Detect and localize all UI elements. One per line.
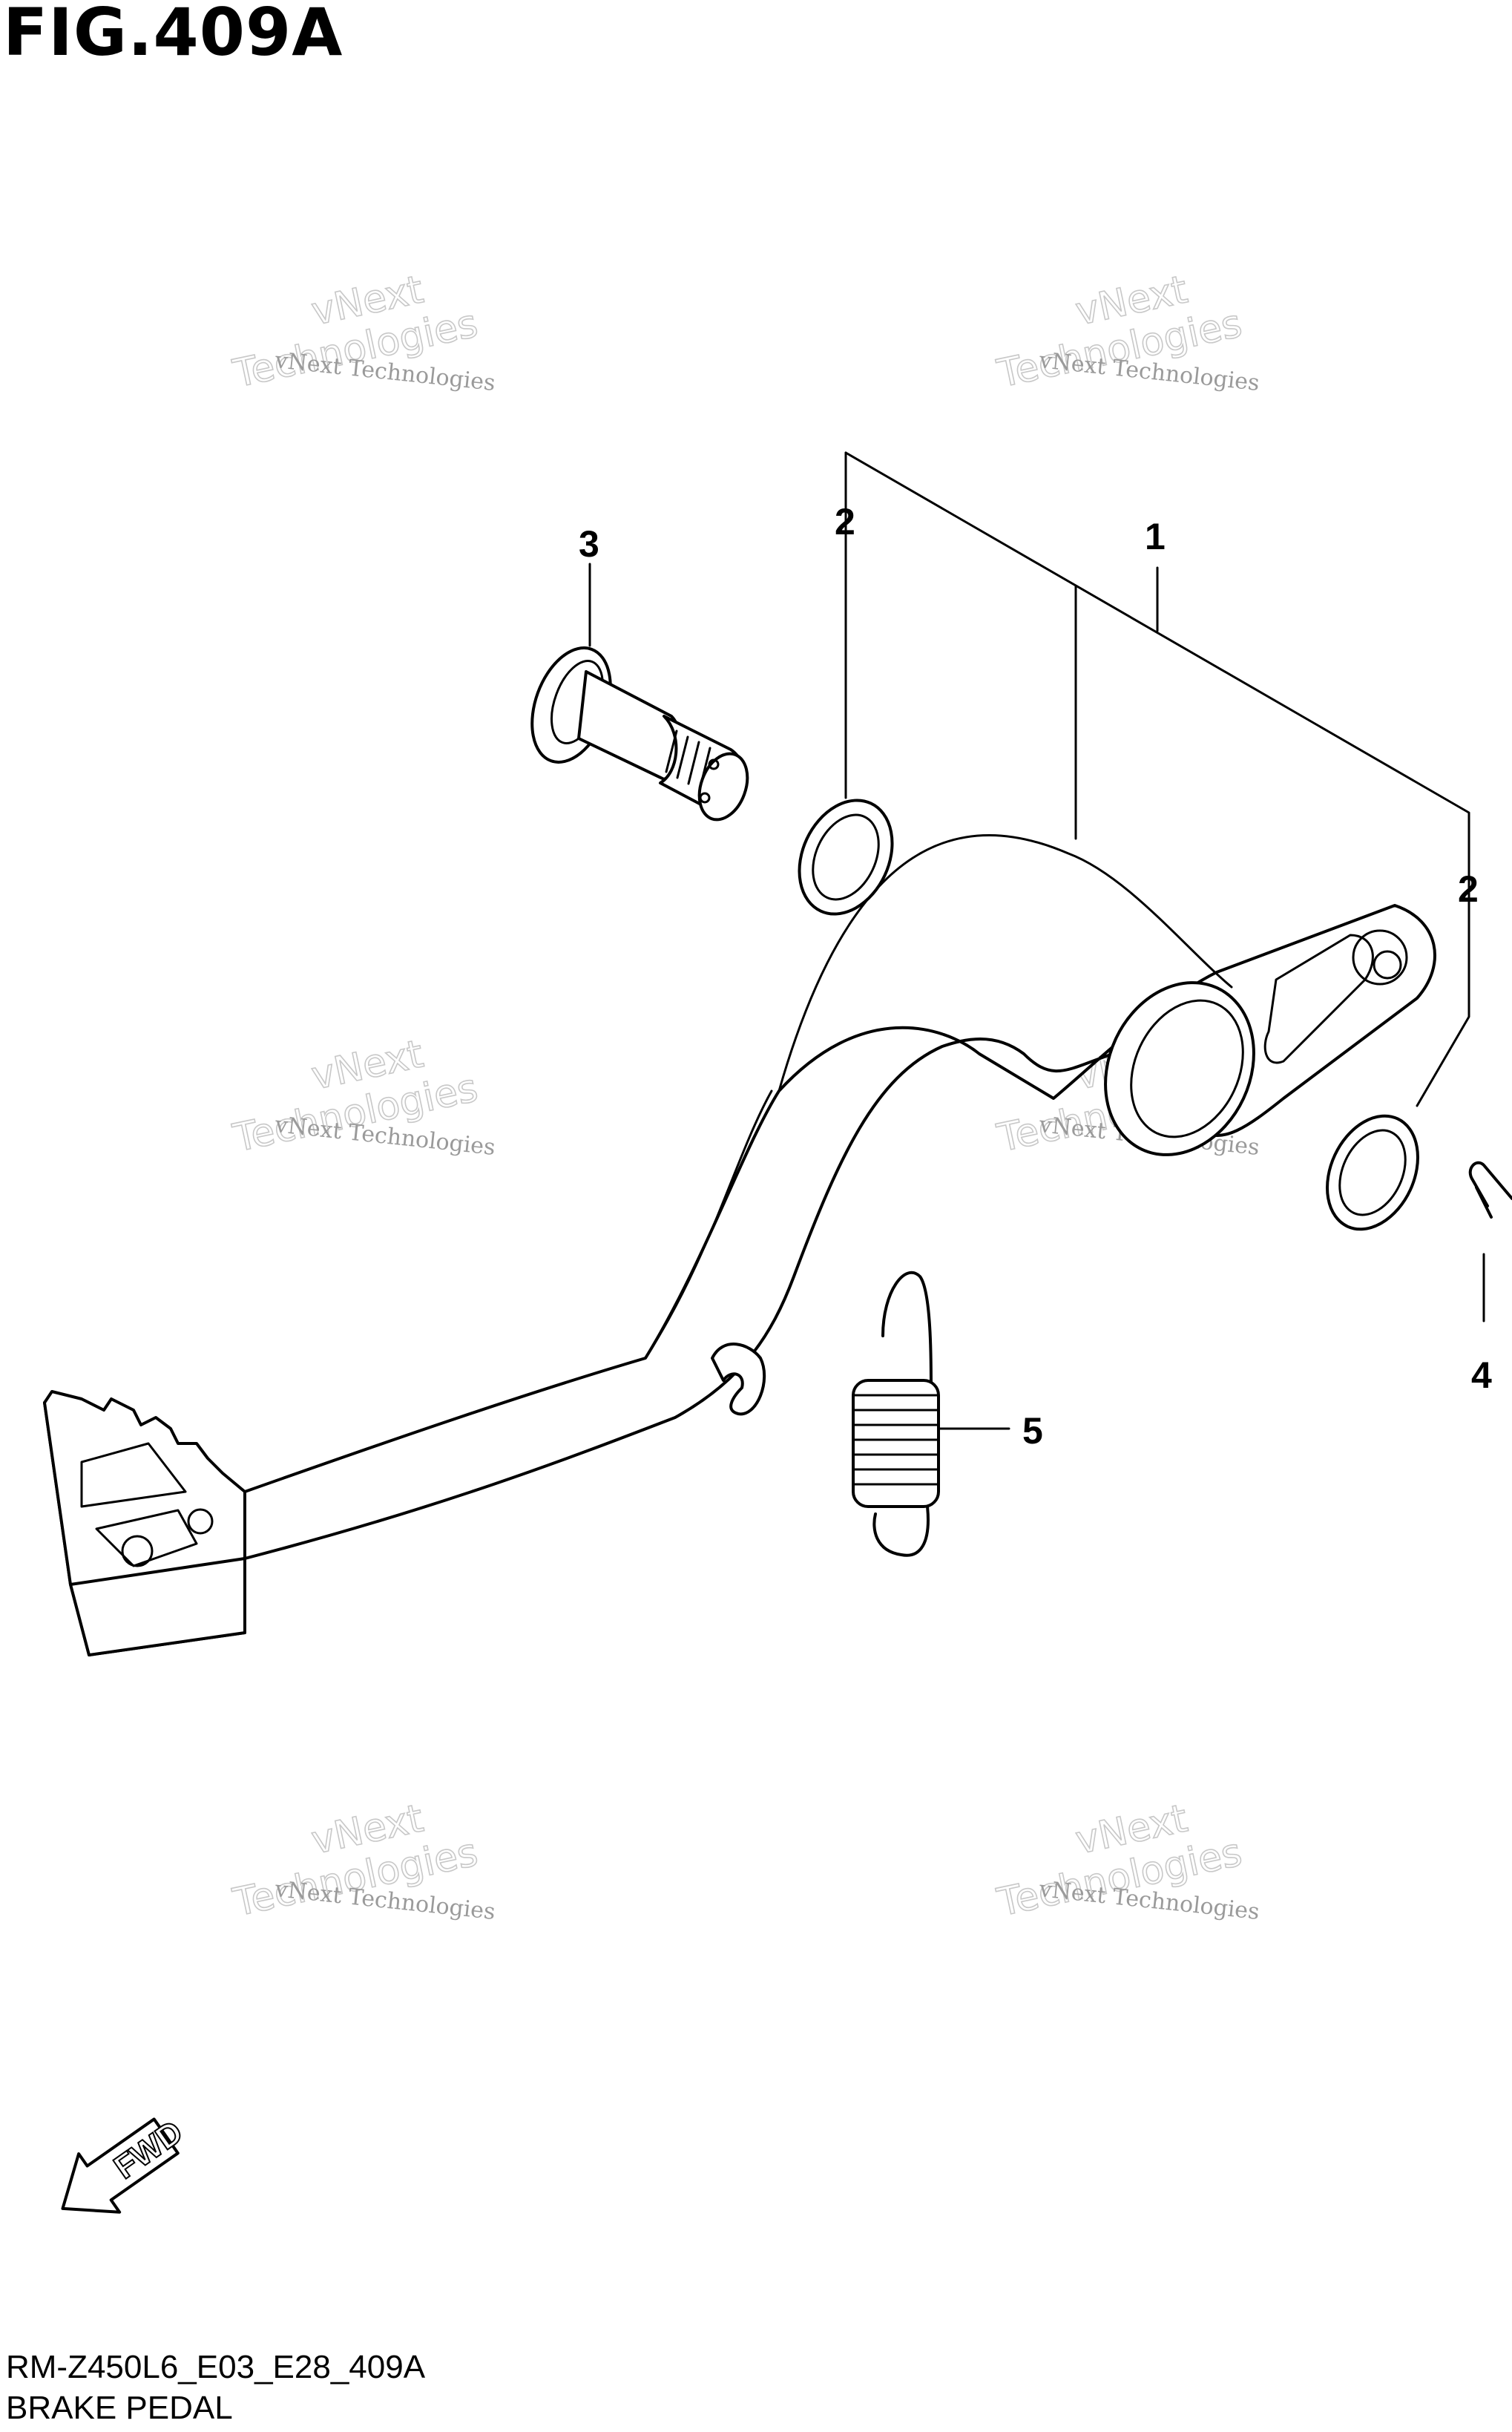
- callout-1: 1: [1145, 516, 1166, 557]
- cotter-pin: [1468, 1161, 1512, 1219]
- washer-left: [798, 799, 894, 916]
- figure-name: BRAKE PEDAL: [6, 2390, 233, 2426]
- bracket-leader: [844, 451, 1470, 1107]
- watermark-2: vNext Technologies: [993, 267, 1246, 398]
- return-spring: [852, 1271, 940, 1557]
- callout-3: 3: [579, 523, 599, 565]
- callout-4: 4: [1471, 1354, 1492, 1396]
- callout-labels: 1 2 2 3 4 5: [579, 501, 1492, 1452]
- washer-right: [1326, 1114, 1419, 1231]
- callout-2-right: 2: [1458, 868, 1479, 910]
- pivot-bolt: [530, 646, 749, 822]
- leader-lines: [588, 451, 1485, 1430]
- figure-title: FIG.409A: [3, 0, 344, 71]
- callout-2-left: 2: [835, 501, 855, 543]
- fwd-arrow: FWD: [61, 2113, 190, 2214]
- figure-code: RM-Z450L6_E03_E28_409A: [6, 2349, 426, 2385]
- brake-pedal: [43, 834, 1436, 1656]
- callout-5: 5: [1022, 1410, 1043, 1452]
